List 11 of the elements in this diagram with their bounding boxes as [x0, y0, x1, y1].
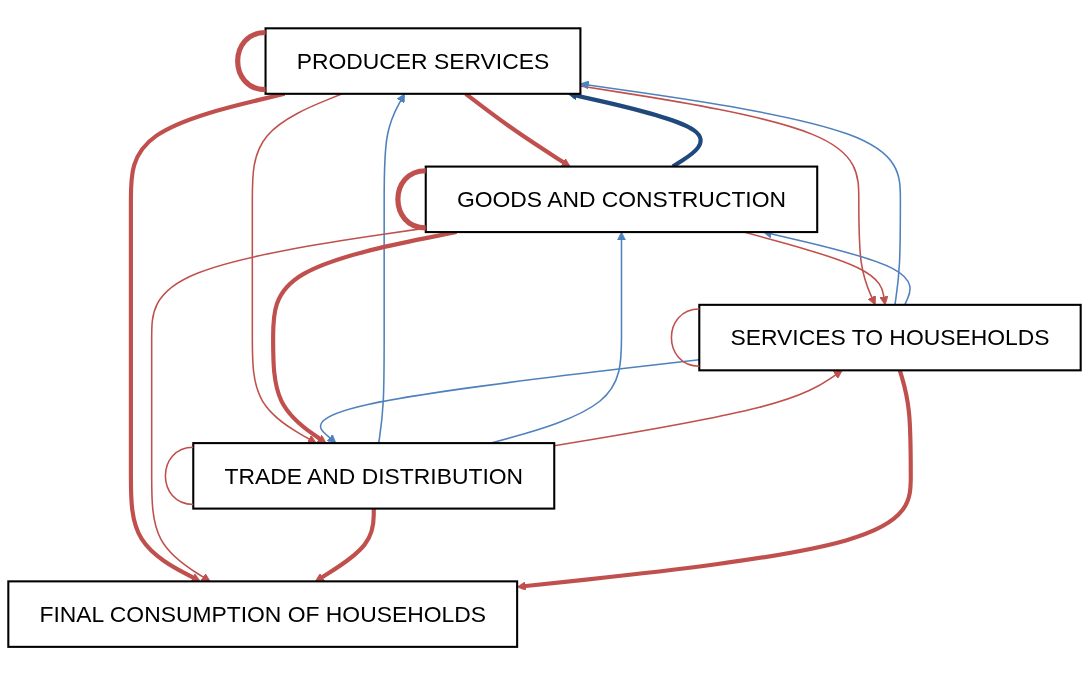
loop-line [670, 308, 701, 368]
loop-line [164, 446, 195, 506]
node-box: GOODS AND CONSTRUCTION [424, 165, 819, 234]
loop-line [235, 30, 266, 93]
node-box: SERVICES TO HOUSEHOLDS [698, 304, 1082, 372]
loop-line [395, 168, 427, 231]
arrow [516, 370, 913, 592]
arrow [553, 370, 843, 447]
node-box: FINAL CONSUMPTION OF HOUSEHOLDS [7, 580, 519, 649]
node-box: TRADE AND DISTRIBUTION [192, 442, 556, 511]
node-box: PRODUCER SERVICES [264, 27, 582, 96]
